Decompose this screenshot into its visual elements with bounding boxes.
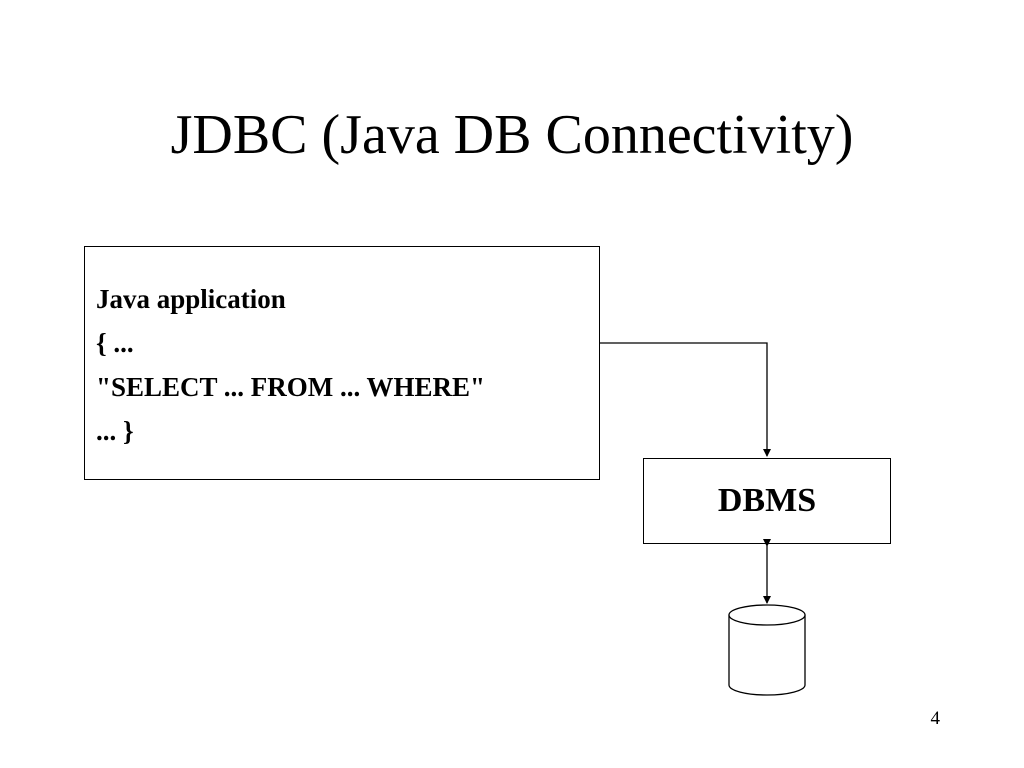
page-number: 4 (930, 708, 941, 729)
app-line-title: Java application (96, 284, 286, 314)
dbms-label: DBMS (717, 482, 817, 519)
database-cylinder-icon (728, 604, 806, 696)
app-line-query: "SELECT ... FROM ... WHERE" (96, 372, 486, 402)
app-to-dbms-arrow (600, 342, 771, 457)
java-application-box: Java application { ... "SELECT ... FROM … (84, 246, 600, 480)
slide-title: JDBC (Java DB Connectivity) (170, 104, 854, 166)
app-line-close: ... } (96, 416, 134, 446)
app-line-open: { ... (96, 328, 134, 358)
